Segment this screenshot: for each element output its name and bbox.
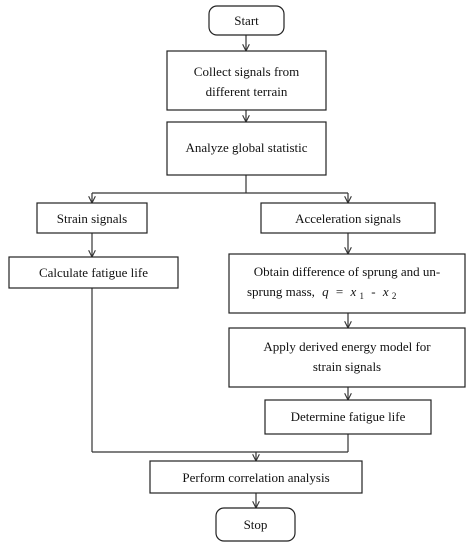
node-correlation-shape xyxy=(149,460,363,494)
node-analyze-label: Analyze global statistic xyxy=(185,140,307,155)
node-start: Start xyxy=(208,5,285,36)
node-start-label: Start xyxy=(234,13,259,28)
node-apply-model-shape xyxy=(228,327,466,388)
edges xyxy=(92,35,348,508)
node-accel-shape xyxy=(260,202,436,234)
formula-q: q xyxy=(322,284,329,299)
node-stop-label: Stop xyxy=(244,517,268,532)
formula-x2: x xyxy=(382,284,389,299)
node-collect-shape xyxy=(166,50,327,111)
node-obtain-diff-line1: Obtain difference of sprung and un- xyxy=(254,264,440,279)
node-calc-fatigue-label: Calculate fatigue life xyxy=(39,265,148,280)
node-determine-label: Determine fatigue life xyxy=(291,409,406,424)
node-stop-shape xyxy=(215,507,296,542)
node-collect-line1: Collect signals from xyxy=(194,64,299,79)
node-strain-shape xyxy=(36,202,148,234)
node-correlation-label: Perform correlation analysis xyxy=(182,470,329,485)
node-obtain-diff-line2: sprung mass, q = x 1 - x 2 xyxy=(247,284,396,302)
node-analyze: Analyze global statistic xyxy=(166,121,327,176)
formula-sub1: 1 xyxy=(360,291,365,301)
node-start-shape xyxy=(208,5,285,36)
node-accel: Acceleration signals xyxy=(260,202,436,234)
formula-eq: = xyxy=(336,284,343,299)
node-obtain-diff-shape xyxy=(228,253,466,314)
node-obtain-diff: Obtain difference of sprung and un- spru… xyxy=(228,253,466,314)
formula-minus: - xyxy=(371,284,375,299)
node-strain: Strain signals xyxy=(36,202,148,234)
node-stop: Stop xyxy=(215,507,296,542)
node-calc-fatigue: Calculate fatigue life xyxy=(8,256,179,289)
node-correlation: Perform correlation analysis xyxy=(149,460,363,494)
node-obtain-diff-line2-text: sprung mass, xyxy=(247,284,315,299)
node-determine: Determine fatigue life xyxy=(264,399,432,435)
node-apply-model: Apply derived energy model for strain si… xyxy=(228,327,466,388)
node-accel-label: Acceleration signals xyxy=(295,211,401,226)
node-calc-fatigue-shape xyxy=(8,256,179,289)
node-collect-line2: different terrain xyxy=(206,84,288,99)
node-apply-model-line2: strain signals xyxy=(313,359,381,374)
node-determine-shape xyxy=(264,399,432,435)
node-analyze-shape xyxy=(166,121,327,176)
node-collect: Collect signals from different terrain xyxy=(166,50,327,111)
node-apply-model-line1: Apply derived energy model for xyxy=(263,339,431,354)
formula-sub2: 2 xyxy=(392,291,397,301)
node-strain-label: Strain signals xyxy=(57,211,127,226)
formula-x1: x xyxy=(349,284,356,299)
